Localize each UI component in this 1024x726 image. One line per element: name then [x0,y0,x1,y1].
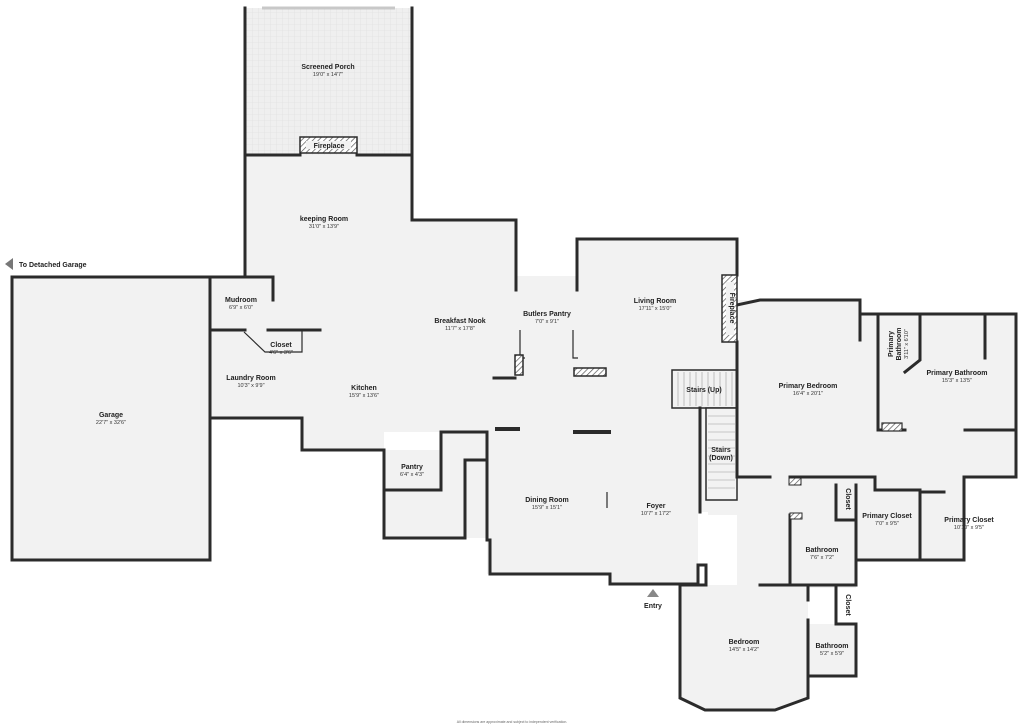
butlers-pantry-name: Butlers Pantry [523,311,571,318]
primary-closet-2-name: Primary Closet [944,517,994,524]
pantry-dim: 6'4" x 4'3" [400,472,424,478]
stairs-down-line1: Stairs [711,447,731,454]
living-room-dim: 17'11" x 15'0" [639,306,672,312]
mudroom-name: Mudroom [225,297,257,304]
garage-dim: 22'7" x 32'6" [96,420,126,426]
stairs-up-label: Stairs (Up) [686,387,721,394]
stairs-down-line2: (Down) [709,455,733,462]
butlers-pantry-dim: 7'0" x 9'1" [535,319,559,325]
bathroom-1-name: Bathroom [805,547,838,554]
living-fireplace-label: Fireplace [728,293,735,324]
bathroom-1-dim: 7'6" x 7'2" [810,555,834,561]
dining-room-dim: 15'9" x 15'1" [532,505,562,511]
stairs-down [705,407,738,501]
closet-laundry-name: Closet [270,342,292,349]
floor-fills [12,8,1016,710]
breakfast-nook-dim: 11'7" x 17'8" [445,326,475,332]
to-detached-garage-label: To Detached Garage [19,262,87,269]
bathroom-2-floor [808,624,856,676]
screened-porch-floor [245,8,412,155]
dining-room-name: Dining Room [525,497,569,504]
primary-suite-floor [708,300,1016,588]
laundry-floor [210,330,302,418]
primary-bathroom-small-line1: Primary [888,331,895,357]
bedroom-name: Bedroom [729,639,760,646]
bedroom-floor [680,585,808,710]
mudroom-floor [210,277,273,330]
foyer-name: Foyer [646,503,665,510]
primary-closet-1-dim: 7'0" x 9'5" [875,521,899,527]
primary-bathroom-small-line2: Bathroom [896,327,903,360]
primary-bathroom-small-dim: 3'11" x 6'10" [904,329,910,359]
entry-label: Entry [644,603,662,610]
primary-bedroom-name: Primary Bedroom [779,383,838,390]
primary-closet-1-name: Primary Closet [862,513,912,520]
closet-upper-name: Closet [844,488,851,510]
living-room-name: Living Room [634,298,676,305]
foyer-dim: 10'7" x 17'2" [641,511,671,517]
closet-lower-name: Closet [844,594,851,616]
laundry-room-dim: 10'3" x 9'9" [237,383,264,389]
keeping-room-name: keeping Room [300,216,348,223]
bedroom-dim: 14'5" x 14'2" [729,647,759,653]
primary-closet-2-dim: 10'10" x 9'5" [954,525,984,531]
room-labels: Screened Porch 19'0" x 14'7" keeping Roo… [96,64,994,657]
laundry-room-name: Laundry Room [226,375,275,382]
screened-porch-name: Screened Porch [301,64,354,71]
mudroom-dim: 6'9" x 6'0" [229,305,253,311]
pantry-floor [384,432,487,538]
pantry-name: Pantry [401,464,423,471]
primary-bathroom-dim: 15'3" x 13'5" [942,378,972,384]
kitchen-name: Kitchen [351,385,377,392]
to-detached-garage-arrow-icon [5,258,13,270]
screened-porch-dim: 19'0" x 14'7" [313,72,343,78]
garage-name: Garage [99,412,123,419]
porch-fireplace-label: Fireplace [314,143,345,150]
primary-bedroom-dim: 16'4" x 20'1" [793,391,823,397]
closet-laundry-dim: 4'6" x 3'6" [269,350,293,356]
breakfast-nook-name: Breakfast Nook [434,318,485,325]
garage-floor [12,277,210,560]
entry-arrow-icon [647,589,659,597]
keeping-room-dim: 31'0" x 13'9" [309,224,339,230]
main-living-floor [245,155,737,584]
bathroom-2-name: Bathroom [815,643,848,650]
kitchen-dim: 15'9" x 13'6" [349,393,379,399]
walls [10,6,1018,712]
primary-bathroom-name: Primary Bathroom [926,370,987,377]
disclaimer-text: All dimensions are approximate and subje… [457,720,568,724]
bathroom-2-dim: 5'2" x 5'9" [820,651,844,657]
